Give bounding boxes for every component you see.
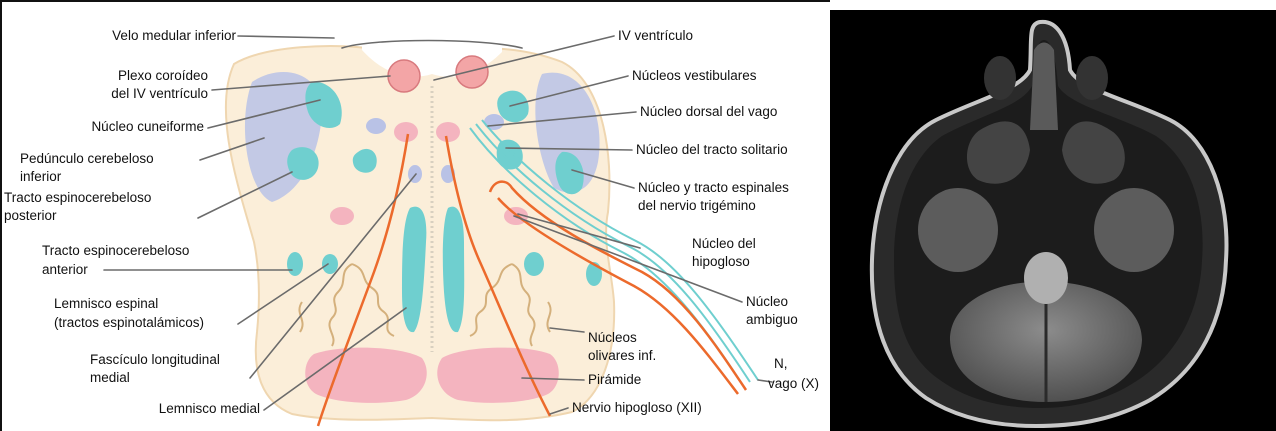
vestibular-nucleus-left: [366, 118, 386, 134]
label-flm-2: medial: [90, 370, 130, 385]
label-xii: Nervio hipogloso (XII): [572, 400, 702, 415]
label-ivv: IV ventrículo: [618, 28, 693, 43]
label-hipo-1: Núcleo del: [692, 236, 756, 251]
label-velo: Velo medular inferior: [112, 28, 236, 43]
label-pedunculo-1: Pedúnculo cerebeloso: [20, 151, 154, 166]
label-hipo-2: hipogloso: [692, 254, 750, 269]
label-amb-1: Núcleo: [746, 294, 788, 309]
label-flm-1: Fascículo longitudinal: [90, 352, 220, 367]
medulla-diagram: Velo medular inferior Plexo coroídeo del…: [2, 2, 830, 431]
spinal-lemniscus-left: [322, 254, 338, 274]
mri-temporal-right: [1094, 188, 1174, 272]
mri-medulla: [1024, 252, 1068, 304]
anterior-spinocerebellar-left: [287, 252, 303, 276]
label-lemesp-2: (tractos espinotalámicos): [54, 315, 204, 330]
label-tep-1: Tracto espinocerebeloso: [4, 190, 151, 205]
hypoglossal-nucleus-right: [436, 122, 460, 142]
label-tep-2: posterior: [4, 208, 57, 223]
mri-nasal-septum: [1030, 43, 1058, 131]
choroid-plexus-right: [456, 56, 488, 88]
label-tea-1: Tracto espinocerebeloso: [42, 243, 189, 258]
mri-orbit-left: [984, 56, 1016, 100]
mri-orbit-right: [1076, 56, 1108, 100]
vestibular-nucleus-right: [484, 114, 504, 130]
label-vago-2: vago (X): [768, 376, 819, 391]
label-lemesp-1: Lemnisco espinal: [54, 296, 158, 311]
spinal-lemniscus-right: [524, 252, 544, 276]
label-oliv-1: Núcleos: [588, 330, 637, 345]
medulla-diagram-panel: Velo medular inferior Plexo coroídeo del…: [0, 0, 830, 431]
label-piramide: Pirámide: [588, 372, 641, 387]
label-lemmed: Lemnisco medial: [159, 401, 260, 416]
pyramid-left: [305, 348, 427, 403]
label-vest: Núcleos vestibulares: [632, 68, 757, 83]
label-pedunculo-2: inferior: [20, 169, 62, 184]
label-vago-1: N,: [774, 356, 788, 371]
label-tea-2: anterior: [42, 262, 88, 277]
label-cuneiforme: Núcleo cuneiforme: [91, 119, 204, 134]
label-dorsal: Núcleo dorsal del vago: [640, 104, 777, 119]
label-oliv-2: olivares inf.: [588, 348, 656, 363]
label-plexo-1: Plexo coroídeo: [118, 68, 208, 83]
label-plexo-2: del IV ventrículo: [111, 86, 208, 101]
mri-axial-panel: [830, 10, 1276, 431]
nucleus-ambiguus-left: [330, 207, 354, 225]
label-amb-2: ambiguo: [746, 312, 798, 327]
label-trig-2: del nervio trigémino: [638, 198, 756, 213]
choroid-plexus-left: [388, 60, 420, 92]
label-trig-1: Núcleo y tracto espinales: [638, 180, 789, 195]
mri-temporal-left: [918, 188, 998, 272]
label-solitario: Núcleo del tracto solitario: [636, 142, 788, 157]
mri-axial-image: [830, 10, 1276, 431]
